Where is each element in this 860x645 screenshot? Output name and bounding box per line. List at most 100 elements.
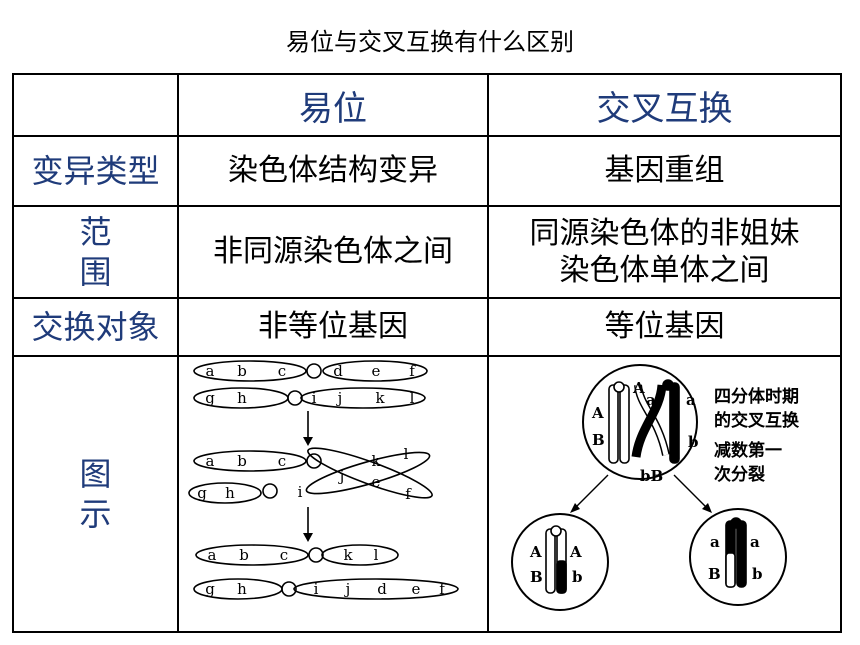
- caption-line: 四分体时期: [714, 386, 799, 407]
- chromatid-segment: [556, 560, 567, 594]
- centromere: [613, 381, 625, 393]
- chromosome-arm: [193, 450, 307, 472]
- chromatid: [736, 520, 747, 588]
- gene-label: a: [208, 546, 217, 564]
- gene-label: c: [280, 546, 288, 564]
- gene-label: l: [374, 546, 379, 564]
- chromosome-arm: [305, 451, 431, 495]
- gene-label: a: [206, 362, 215, 380]
- gene-label: h: [225, 484, 235, 502]
- gene-label: g: [205, 580, 215, 598]
- chromatid-segment: [725, 552, 736, 588]
- gene-label: g: [197, 484, 207, 502]
- chromosome-arm: [293, 578, 459, 600]
- cell-crossing-over: 等位基因: [487, 297, 842, 357]
- chromosome-arm: [321, 544, 399, 566]
- centromere: [662, 379, 674, 391]
- gene-label: i: [298, 483, 303, 501]
- header-translocation-text: 易位: [299, 88, 367, 129]
- row-label: 交换对象: [12, 297, 179, 357]
- cell-text: 等位基因: [604, 309, 725, 345]
- centromere: [306, 363, 322, 379]
- row-illustration: 图 示: [12, 355, 842, 633]
- header-crossing-over-text: 交叉互换: [596, 88, 733, 129]
- cell-translocation: 非等位基因: [177, 297, 489, 357]
- gene-label: h: [237, 580, 247, 598]
- arrow-line: [573, 474, 609, 510]
- cell-text: 非同源染色体之间: [213, 234, 453, 270]
- gene-label: g: [205, 389, 215, 407]
- row-scope: 范 围 非同源染色体之间 同源染色体的非姐妹 染色体单体之间: [12, 205, 842, 299]
- centromere: [730, 517, 742, 529]
- cell-text: 非等位基因: [258, 309, 408, 345]
- allele-label: B: [708, 565, 721, 583]
- gene-label: e: [372, 362, 381, 380]
- row-label-text: 变异类型: [31, 151, 160, 190]
- chromosome-arm: [300, 387, 426, 409]
- cell-text: 染色体结构变异: [228, 153, 438, 189]
- gene-label: b: [237, 452, 247, 470]
- chromatid: [619, 384, 630, 464]
- comparison-table: 易位 交叉互换 变异类型 染色体结构变异 基因重组 范 围 非同源染色体之间 同…: [12, 73, 842, 633]
- allele-label: A: [591, 404, 604, 422]
- gene-label: f: [439, 580, 446, 598]
- chromosome-arm: [322, 360, 428, 382]
- arrow-line: [673, 474, 709, 510]
- chromosome-arm: [195, 544, 309, 566]
- gene-label: l: [404, 445, 409, 463]
- arrow-head: [570, 503, 580, 513]
- row-label-line: 图: [79, 455, 112, 493]
- gene-label: i: [312, 389, 317, 407]
- gene-label: j: [344, 580, 351, 598]
- allele-label: bB: [640, 467, 663, 485]
- chromosome-arm: [307, 447, 433, 499]
- centromere: [306, 453, 322, 469]
- allele-label: b: [572, 568, 583, 586]
- gene-label: c: [278, 362, 286, 380]
- corner-cell: [12, 73, 179, 137]
- centromere: [281, 581, 297, 597]
- chromatid: [545, 528, 556, 594]
- row-label: 变异类型: [12, 135, 179, 207]
- gene-label: f: [409, 362, 416, 380]
- arrow-head: [303, 533, 313, 542]
- header-row: 易位 交叉互换: [12, 73, 842, 137]
- cell-text-line: 染色体单体之间: [559, 253, 770, 288]
- row-label-line: 围: [79, 253, 112, 291]
- crossover-diagram: A B A a a b bB 四分体时期 的交叉互换 减数第一 次分裂: [511, 364, 800, 611]
- caption-line: 减数第一: [714, 440, 782, 461]
- allele-label: a: [750, 533, 760, 551]
- allele-label: A: [632, 379, 645, 397]
- allele-label: a: [646, 391, 656, 409]
- cell-translocation-diagram: a b c d e f g h i j k l a b c k l: [177, 355, 489, 633]
- row-variation-type: 变异类型 染色体结构变异 基因重组: [12, 135, 842, 207]
- header-translocation: 易位: [177, 73, 489, 137]
- translocation-diagram: a b c d e f g h i j k l a b c k l: [188, 360, 459, 600]
- row-label: 范 围: [12, 205, 179, 299]
- arrow-head: [303, 437, 313, 446]
- gene-label: e: [412, 580, 421, 598]
- gene-label: k: [371, 452, 381, 470]
- gene-label: f: [405, 485, 412, 503]
- row-exchange-object: 交换对象 非等位基因 等位基因: [12, 297, 842, 357]
- header-crossing-over: 交叉互换: [487, 73, 842, 137]
- caption-line: 次分裂: [714, 464, 765, 485]
- allele-label: b: [688, 433, 699, 451]
- gene-label: a: [206, 452, 215, 470]
- row-label-line: 范: [79, 213, 112, 251]
- centromere: [287, 390, 303, 406]
- chromosome-arm: [193, 360, 307, 382]
- allele-label: A: [569, 543, 582, 561]
- allele-label: a: [710, 533, 720, 551]
- cell-crossing-over: 同源染色体的非姐妹 染色体单体之间: [487, 205, 842, 299]
- page-title: 易位与交叉互换有什么区别: [286, 28, 574, 56]
- allele-label: a: [686, 391, 696, 409]
- allele-label: B: [592, 431, 605, 449]
- gene-label: k: [343, 546, 353, 564]
- gene-label: e: [372, 473, 381, 491]
- gene-label: c: [278, 452, 286, 470]
- cell-crossover-diagram: A B A a a b bB 四分体时期 的交叉互换 减数第一 次分裂: [487, 355, 842, 633]
- cell-translocation: 染色体结构变异: [177, 135, 489, 207]
- allele-label: A: [529, 543, 542, 561]
- allele-label: b: [752, 565, 763, 583]
